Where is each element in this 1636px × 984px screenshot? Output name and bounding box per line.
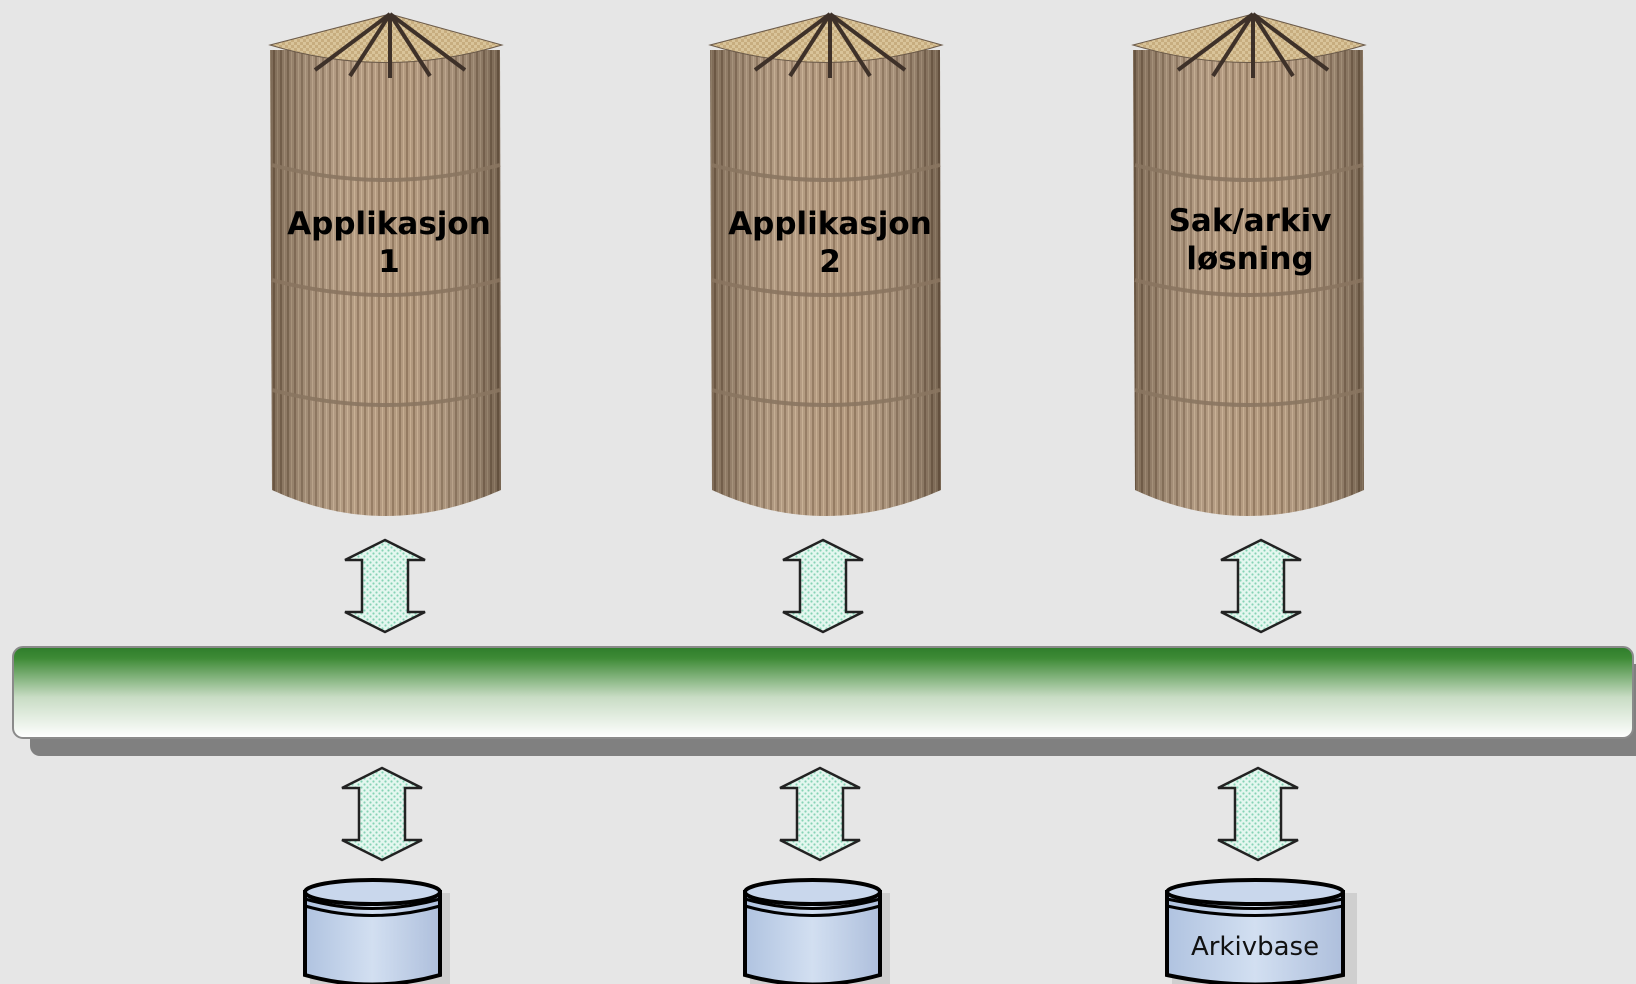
arrow-silo1-bus: [344, 538, 426, 634]
silo-application-2: [708, 12, 944, 516]
silo-label-application-1: Applikasjon 1: [269, 205, 509, 281]
silo-label-line1: Applikasjon: [287, 206, 491, 242]
silo-case-archive: [1131, 12, 1367, 516]
silo-label-line1: Applikasjon: [728, 206, 932, 242]
silo-label-line2: 2: [819, 244, 841, 280]
arrow-silo3-bus: [1220, 538, 1302, 634]
arrow-bus-db1: [341, 766, 423, 862]
silo-application-1: [268, 12, 504, 516]
integration-bus: [12, 646, 1636, 756]
database-1: [303, 878, 450, 984]
database-archive: [1165, 878, 1357, 984]
silo-label-line2: 1: [378, 244, 400, 280]
arrow-bus-db2: [779, 766, 861, 862]
silo-label-case-archive: Sak/arkiv løsning: [1130, 202, 1370, 278]
database-2: [743, 878, 890, 984]
silo-label-line1: Sak/arkiv: [1168, 203, 1332, 239]
arrow-silo2-bus: [782, 538, 864, 634]
silo-label-line2: løsning: [1186, 241, 1314, 277]
arrow-bus-db3: [1217, 766, 1299, 862]
silo-label-application-2: Applikasjon 2: [710, 205, 950, 281]
database-label-archive: Arkivbase: [1190, 932, 1320, 962]
